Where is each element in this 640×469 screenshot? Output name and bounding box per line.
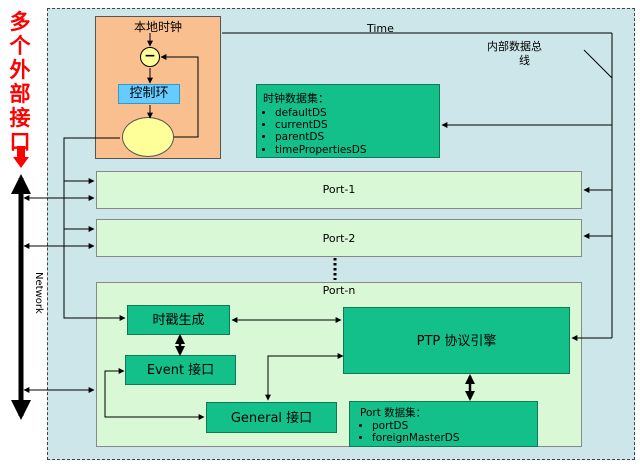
port-dataset-item: portDS bbox=[372, 420, 533, 432]
control-loop-block: 控制环 bbox=[118, 84, 180, 104]
port-dataset-box: Port 数据集： portDS foreignMasterDS bbox=[349, 401, 538, 447]
oscillator-node bbox=[122, 117, 174, 157]
red-down-arrow bbox=[13, 146, 29, 168]
clock-dataset-box: 时钟数据集： defaultDS currentDS parentDS time… bbox=[256, 84, 440, 158]
port-dataset-title: Port 数据集： bbox=[360, 407, 427, 419]
event-general-link bbox=[104, 368, 205, 420]
local-clock-title: 本地时钟 bbox=[133, 20, 182, 34]
internal-bus-label-line1: 内部数据总 bbox=[487, 40, 542, 53]
time-label: Time bbox=[367, 22, 394, 35]
clock-dataset-item: parentDS bbox=[275, 131, 435, 143]
clock-feedback bbox=[160, 54, 199, 138]
port-n-title: Port-n bbox=[322, 284, 356, 297]
ptp-engine-block: PTP 协议引擎 bbox=[343, 307, 570, 374]
timestamp-generation-block: 时戳生成 bbox=[127, 305, 230, 335]
clock-to-ports-line bbox=[63, 137, 126, 321]
clock-dataset-item: timePropertiesDS bbox=[275, 144, 435, 156]
general-interface-block: General 接口 bbox=[206, 402, 337, 433]
port-2-box: Port-2 bbox=[96, 219, 582, 257]
internal-bus-label-line2: 线 bbox=[519, 54, 530, 67]
ptp-general-link bbox=[265, 353, 344, 401]
internal-bus-slash bbox=[583, 49, 613, 79]
clock-dataset-title: 时钟数据集： bbox=[263, 92, 329, 105]
clock-dataset-item: defaultDS bbox=[275, 107, 435, 119]
subtractor-node: − bbox=[140, 47, 160, 67]
port-dataset-item: foreignMasterDS bbox=[372, 432, 533, 444]
external-interfaces-title: 多个外部接口 bbox=[9, 10, 31, 154]
clock-dataset-item: currentDS bbox=[275, 119, 435, 131]
port-1-box: Port-1 bbox=[96, 171, 582, 209]
